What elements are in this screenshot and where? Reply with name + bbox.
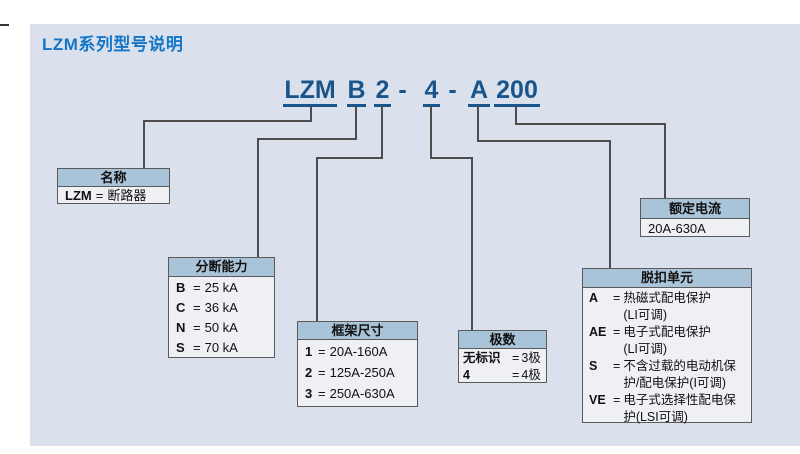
model-segment-lzm: LZM [283, 76, 337, 107]
code-label: A [589, 291, 599, 305]
connector-line-trip-unit [609, 140, 611, 268]
connector-line-breaking-capacity [257, 138, 357, 140]
connector-line-name [143, 120, 145, 168]
code-value: 20A-160A [329, 344, 388, 359]
connector-line-trip-unit [477, 106, 479, 142]
code-label: LZM [65, 188, 92, 203]
connector-line-rated-current [515, 123, 666, 125]
equals-sign: = [613, 325, 621, 339]
code-label: 2 [305, 365, 313, 380]
box-name-title: 名称 [58, 169, 169, 187]
equals-sign: = [318, 386, 326, 401]
connector-line-frame-size [316, 157, 318, 321]
model-segment-trip-unit: A [468, 76, 490, 107]
code-value: 250A-630A [329, 386, 395, 401]
box-frame-size-row: 3 = 250A-630A [305, 383, 412, 404]
code-value: 3极 [521, 351, 541, 365]
box-name-row: LZM = 断路器 [65, 188, 164, 204]
equals-sign: = [193, 300, 201, 315]
box-breaking-capacity: 分断能力 B = 25 kA C = 36 kA N = 50 kA S = 7… [168, 257, 275, 358]
box-rated-current-title: 额定电流 [641, 199, 749, 219]
code-label: 无标识 [463, 351, 501, 365]
box-trip-unit: 脱扣单元 A = 热磁式配电保护(LI可调) AE = 电子式配电保护(LI可调… [582, 268, 752, 426]
code-value: 70 kA [204, 340, 238, 355]
box-frame-size-row: 1 = 20A-160A [305, 341, 412, 362]
code-value: 断路器 [107, 188, 147, 203]
model-separator-dash: - [448, 76, 457, 104]
box-frame-size-row: 2 = 125A-250A [305, 362, 412, 383]
model-segment-poles: 4 [423, 76, 440, 107]
model-segment-rated-current: 200 [494, 76, 540, 107]
box-frame-size: 框架尺寸 1 = 20A-160A 2 = 125A-250A 3 = 250A… [297, 321, 418, 407]
equals-sign: = [193, 340, 201, 355]
code-label: C [176, 300, 186, 315]
box-trip-unit-row: S = 不含过载的电动机保护/配电保护(I可调) [589, 358, 748, 392]
equals-sign: = [512, 368, 520, 382]
box-breaking-capacity-row: N = 50 kA [176, 318, 269, 338]
model-separator-dash: - [398, 76, 407, 104]
equals-sign: = [193, 320, 201, 335]
connector-line-breaking-capacity [257, 138, 259, 257]
code-value: 25 kA [204, 280, 238, 295]
connector-line-poles [430, 106, 432, 159]
box-name: 名称 LZM = 断路器 [57, 168, 170, 204]
code-value: 不含过载的电动机保护/配电保护(I可调) [623, 359, 736, 390]
code-label: 4 [463, 368, 470, 382]
connector-line-poles [471, 157, 473, 330]
box-poles-row: 4 = 4极 [463, 367, 544, 384]
code-label: 1 [305, 344, 313, 359]
code-value: 电子式配电保护(LI可调) [623, 325, 711, 356]
code-value: 热磁式配电保护(LI可调) [623, 291, 711, 322]
connector-line-rated-current [664, 123, 666, 198]
page-title: LZM系列型号说明 [42, 35, 184, 54]
equals-sign: = [613, 393, 621, 407]
code-value: 36 kA [204, 300, 238, 315]
box-breaking-capacity-row: C = 36 kA [176, 298, 269, 318]
code-label: 3 [305, 386, 313, 401]
box-frame-size-title: 框架尺寸 [298, 322, 417, 340]
model-segment-breaking-capacity: B [347, 76, 366, 107]
connector-line-rated-current [515, 106, 517, 125]
code-value: 电子式选择性配电保护(LSI可调) [623, 393, 736, 424]
box-rated-current: 额定电流 20A-630A [640, 198, 750, 237]
code-label: VE [589, 393, 606, 407]
box-trip-unit-title: 脱扣单元 [583, 269, 751, 288]
code-label: S [589, 359, 598, 373]
model-segment-frame-size: 2 [374, 76, 391, 107]
connector-line-poles [430, 157, 473, 159]
code-label: N [176, 320, 186, 335]
box-trip-unit-row: A = 热磁式配电保护(LI可调) [589, 290, 748, 324]
code-label: AE [589, 325, 607, 339]
connector-line-name [143, 120, 312, 122]
equals-sign: = [512, 351, 520, 365]
page-edge-mark [0, 24, 9, 26]
code-label: S [176, 340, 185, 355]
connector-line-trip-unit [477, 140, 611, 142]
equals-sign: = [318, 344, 326, 359]
box-trip-unit-row: AE = 电子式配电保护(LI可调) [589, 324, 748, 358]
box-trip-unit-row: VE = 电子式选择性配电保护(LSI可调) [589, 392, 748, 426]
equals-sign: = [193, 280, 201, 295]
rated-current-value: 20A-630A [648, 221, 706, 236]
equals-sign: = [318, 365, 326, 380]
equals-sign: = [613, 359, 621, 373]
box-breaking-capacity-row: B = 25 kA [176, 278, 269, 298]
equals-sign: = [95, 188, 104, 203]
box-breaking-capacity-row: S = 70 kA [176, 338, 269, 358]
box-poles-row: 无标识 = 3极 [463, 350, 544, 367]
box-poles: 极数 无标识 = 3极 4 = 4极 [458, 330, 547, 383]
connector-line-frame-size [381, 106, 383, 159]
code-label: B [176, 280, 186, 295]
code-value: 50 kA [204, 320, 238, 335]
connector-line-breaking-capacity [355, 106, 357, 140]
code-value: 125A-250A [329, 365, 395, 380]
box-poles-title: 极数 [459, 331, 546, 349]
box-breaking-capacity-title: 分断能力 [169, 258, 274, 277]
equals-sign: = [613, 291, 621, 305]
code-value: 4极 [521, 368, 541, 382]
connector-line-name [310, 106, 312, 122]
connector-line-frame-size [316, 157, 383, 159]
